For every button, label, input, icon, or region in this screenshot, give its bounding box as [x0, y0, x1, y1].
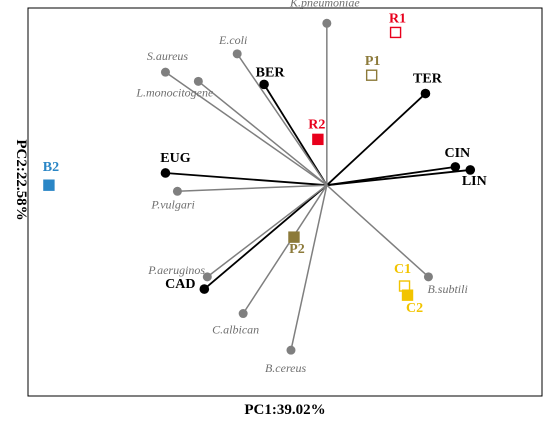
label-layer: BER TER CIN LIN EUG CAD K.pneumoniaeE.coliS.au… — [43, 0, 487, 375]
point-s-aureus — [160, 67, 170, 77]
point-p-aeruginos — [202, 272, 212, 282]
vector-p-vulgari — [177, 184, 327, 193]
label-c1: C1 — [394, 262, 411, 277]
plot-frame — [27, 7, 543, 397]
vector-eug — [165, 172, 327, 187]
point-c-albican — [238, 309, 248, 319]
vector-cad — [203, 184, 328, 290]
label-ber: BER — [256, 65, 286, 80]
label-k-pneumoniae: K.pneumoniae — [289, 0, 360, 9]
vector-lin — [326, 169, 471, 187]
sample-marker-r2 — [312, 133, 324, 146]
vector-s-aureus — [165, 71, 328, 186]
label-p1: P1 — [365, 54, 381, 69]
x-axis-title: PC1:39.02% — [244, 402, 325, 418]
point-b-subtili — [423, 272, 433, 282]
label-s-aureus: S.aureus — [147, 49, 189, 63]
label-cad: CAD — [165, 277, 195, 292]
point-b-cereus — [286, 345, 296, 355]
point-eug — [160, 168, 171, 178]
vector-layer — [165, 23, 471, 351]
vector-l-monocitogene — [197, 80, 328, 186]
point-ber — [259, 79, 269, 90]
sample-marker-p1 — [365, 69, 378, 81]
label-b-cereus: B.cereus — [265, 361, 307, 375]
label-ter: TER — [413, 72, 443, 87]
vector-c-albican — [242, 184, 328, 314]
sample-marker-b2 — [43, 179, 55, 191]
point-lin — [465, 165, 476, 175]
label-p-vulgari: P.vulgari — [150, 197, 194, 211]
marker-layer — [43, 18, 476, 355]
sample-marker-p2 — [288, 231, 300, 243]
point-k-pneumoniae — [322, 18, 332, 28]
sample-marker-c2 — [401, 289, 414, 301]
label-r2: R2 — [308, 117, 325, 132]
label-l-monocitogene: L.monocitogene — [135, 85, 214, 99]
vector-ber — [263, 83, 328, 186]
label-cin: CIN — [445, 146, 471, 161]
label-p2: P2 — [289, 242, 305, 257]
point-l-monocitogene — [193, 76, 203, 86]
point-cad — [199, 284, 210, 294]
point-ter — [420, 88, 431, 99]
vector-ter — [326, 92, 427, 186]
label-e-coli: E.coli — [218, 33, 247, 47]
label-eug: EUG — [160, 151, 190, 166]
y-axis-title: PC2:22.58% — [13, 139, 29, 220]
vector-b-subtili — [326, 184, 429, 278]
label-b2: B2 — [43, 160, 59, 175]
label-c2: C2 — [406, 301, 423, 316]
vector-p-aeruginos — [206, 184, 328, 278]
point-cin — [450, 162, 461, 172]
label-r1: R1 — [389, 11, 406, 26]
label-p-aeruginos: P.aeruginos — [147, 263, 205, 277]
point-p-vulgari — [172, 186, 182, 196]
label-c-albican: C.albican — [212, 323, 259, 337]
vector-e-coli — [236, 53, 328, 186]
label-lin: LIN — [462, 174, 487, 189]
label-b-subtili: B.subtili — [427, 282, 467, 296]
vector-b-cereus — [290, 185, 328, 351]
sample-marker-r1 — [389, 26, 402, 39]
point-e-coli — [232, 49, 242, 59]
